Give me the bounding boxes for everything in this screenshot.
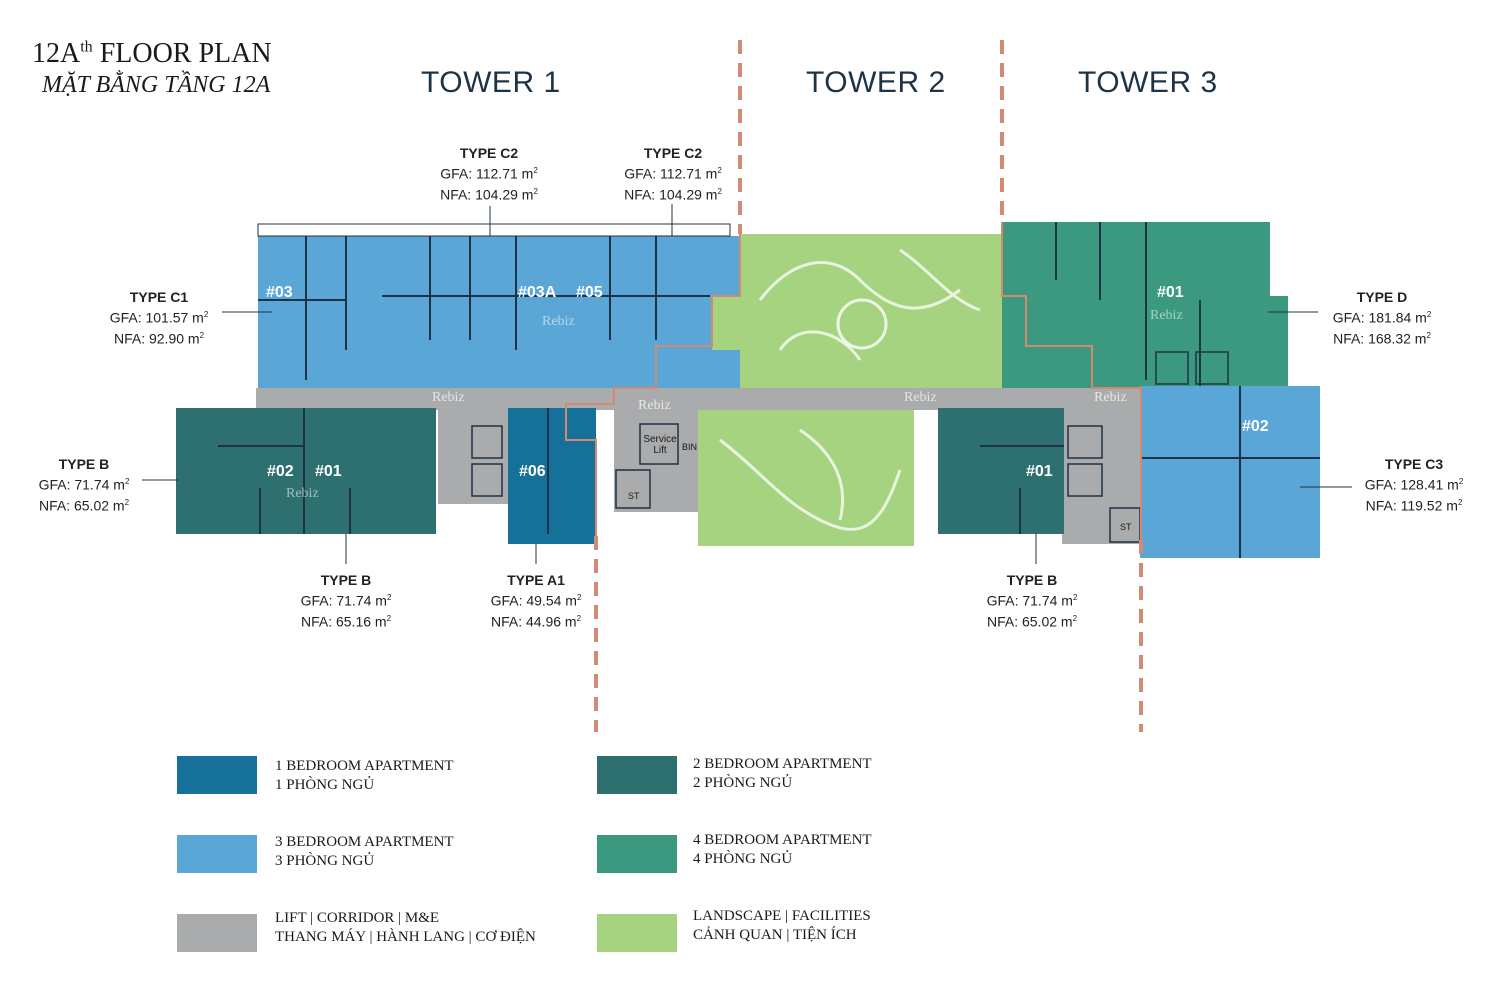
- unit-01-t3-label: #01: [1157, 284, 1184, 301]
- type-label-c2-05: TYPE C2 GFA: 112.71 m2 NFA: 104.29 m2: [624, 145, 722, 203]
- unit-01-block-t1: [304, 408, 436, 534]
- st-label-t3: ST: [1120, 522, 1132, 532]
- unit-03-label: #03: [266, 284, 293, 301]
- unit-05-label: #05: [576, 284, 603, 301]
- type-label-b-01: TYPE B GFA: 71.74 m2 NFA: 65.16 m2: [300, 572, 392, 630]
- watermark: Rebiz: [904, 390, 937, 405]
- type-label-b-02: TYPE B GFA: 71.74 m2 NFA: 65.02 m2: [38, 456, 130, 514]
- tower-3-heading: TOWER 3: [1078, 66, 1218, 99]
- unit-06-block: [508, 408, 596, 544]
- tower-1-boundary: [565, 234, 741, 536]
- wall-lines: [218, 222, 1320, 558]
- landscape-feature: [836, 298, 888, 350]
- tower-1-heading: TOWER 1: [421, 66, 561, 99]
- legend-swatch-3-bedroom: [177, 835, 257, 873]
- landscape-paths: [719, 248, 981, 531]
- unit-01-block-t3-ext: [1240, 296, 1288, 386]
- landscape-south: [698, 410, 914, 546]
- leader-lines: [142, 204, 1352, 564]
- tower-2-heading: TOWER 2: [806, 66, 946, 99]
- service-core-tower-2: [614, 404, 700, 512]
- legend-swatch-corridor: [177, 914, 257, 952]
- tower-3-boundary: [1001, 222, 1142, 540]
- legend-swatch-4-bedroom: [597, 835, 677, 873]
- legend-swatch-1-bedroom: [177, 756, 257, 794]
- type-label-a1: TYPE A1 GFA: 49.54 m2 NFA: 44.96 m2: [490, 572, 582, 630]
- type-label-c2-03a: TYPE C2 GFA: 112.71 m2 NFA: 104.29 m2: [440, 145, 538, 203]
- unit-01-block-t3-north: [1002, 222, 1270, 388]
- watermark: Rebiz: [432, 390, 465, 405]
- legend-swatch-2-bedroom: [597, 756, 677, 794]
- floor-plan-subtitle: MẶT BẰNG TẦNG 12A: [42, 72, 271, 98]
- watermark: Rebiz: [542, 314, 575, 329]
- unit-02-label: #02: [267, 463, 294, 480]
- floor-plan-title: 12Ath FLOOR PLAN: [32, 38, 272, 69]
- unit-06-label: #06: [519, 463, 546, 480]
- unit-02-t3-label: #02: [1242, 418, 1269, 435]
- balcony-strip: [257, 223, 731, 237]
- unit-03-block: [258, 236, 382, 388]
- lift-shafts: [471, 351, 1229, 543]
- service-lift-label: Service Lift: [643, 434, 677, 456]
- landscape-north: [740, 234, 1002, 388]
- unit-02-block-t3: [1140, 386, 1320, 558]
- watermark: Rebiz: [1094, 390, 1127, 405]
- unit-03a-label: #03A: [518, 284, 557, 301]
- type-label-d: TYPE D GFA: 181.84 m2 NFA: 168.32 m2: [1332, 289, 1432, 347]
- type-label-c1: TYPE C1 GFA: 101.57 m2 NFA: 92.90 m2: [109, 289, 209, 347]
- watermark: Rebiz: [286, 486, 319, 501]
- landscape-north-ext: [712, 296, 762, 350]
- unit-01-t1-label: #01: [315, 463, 342, 480]
- watermark: Rebiz: [1150, 308, 1183, 323]
- watermark: Rebiz: [638, 398, 671, 413]
- tower-divider-lines: [594, 40, 1143, 732]
- unit-01-block-t3-south: [938, 408, 1064, 534]
- unit-02-block: [176, 408, 304, 534]
- unit-01-t3s-label: #01: [1026, 463, 1053, 480]
- type-label-b-t3: TYPE B GFA: 71.74 m2 NFA: 65.02 m2: [986, 572, 1078, 630]
- legend-swatch-landscape: [597, 914, 677, 952]
- bin-label: BIN: [682, 442, 698, 452]
- type-label-c3: TYPE C3 GFA: 128.41 m2 NFA: 119.52 m2: [1364, 456, 1464, 514]
- unit-03a-block: [382, 236, 564, 388]
- st-label-t2: ST: [628, 491, 640, 501]
